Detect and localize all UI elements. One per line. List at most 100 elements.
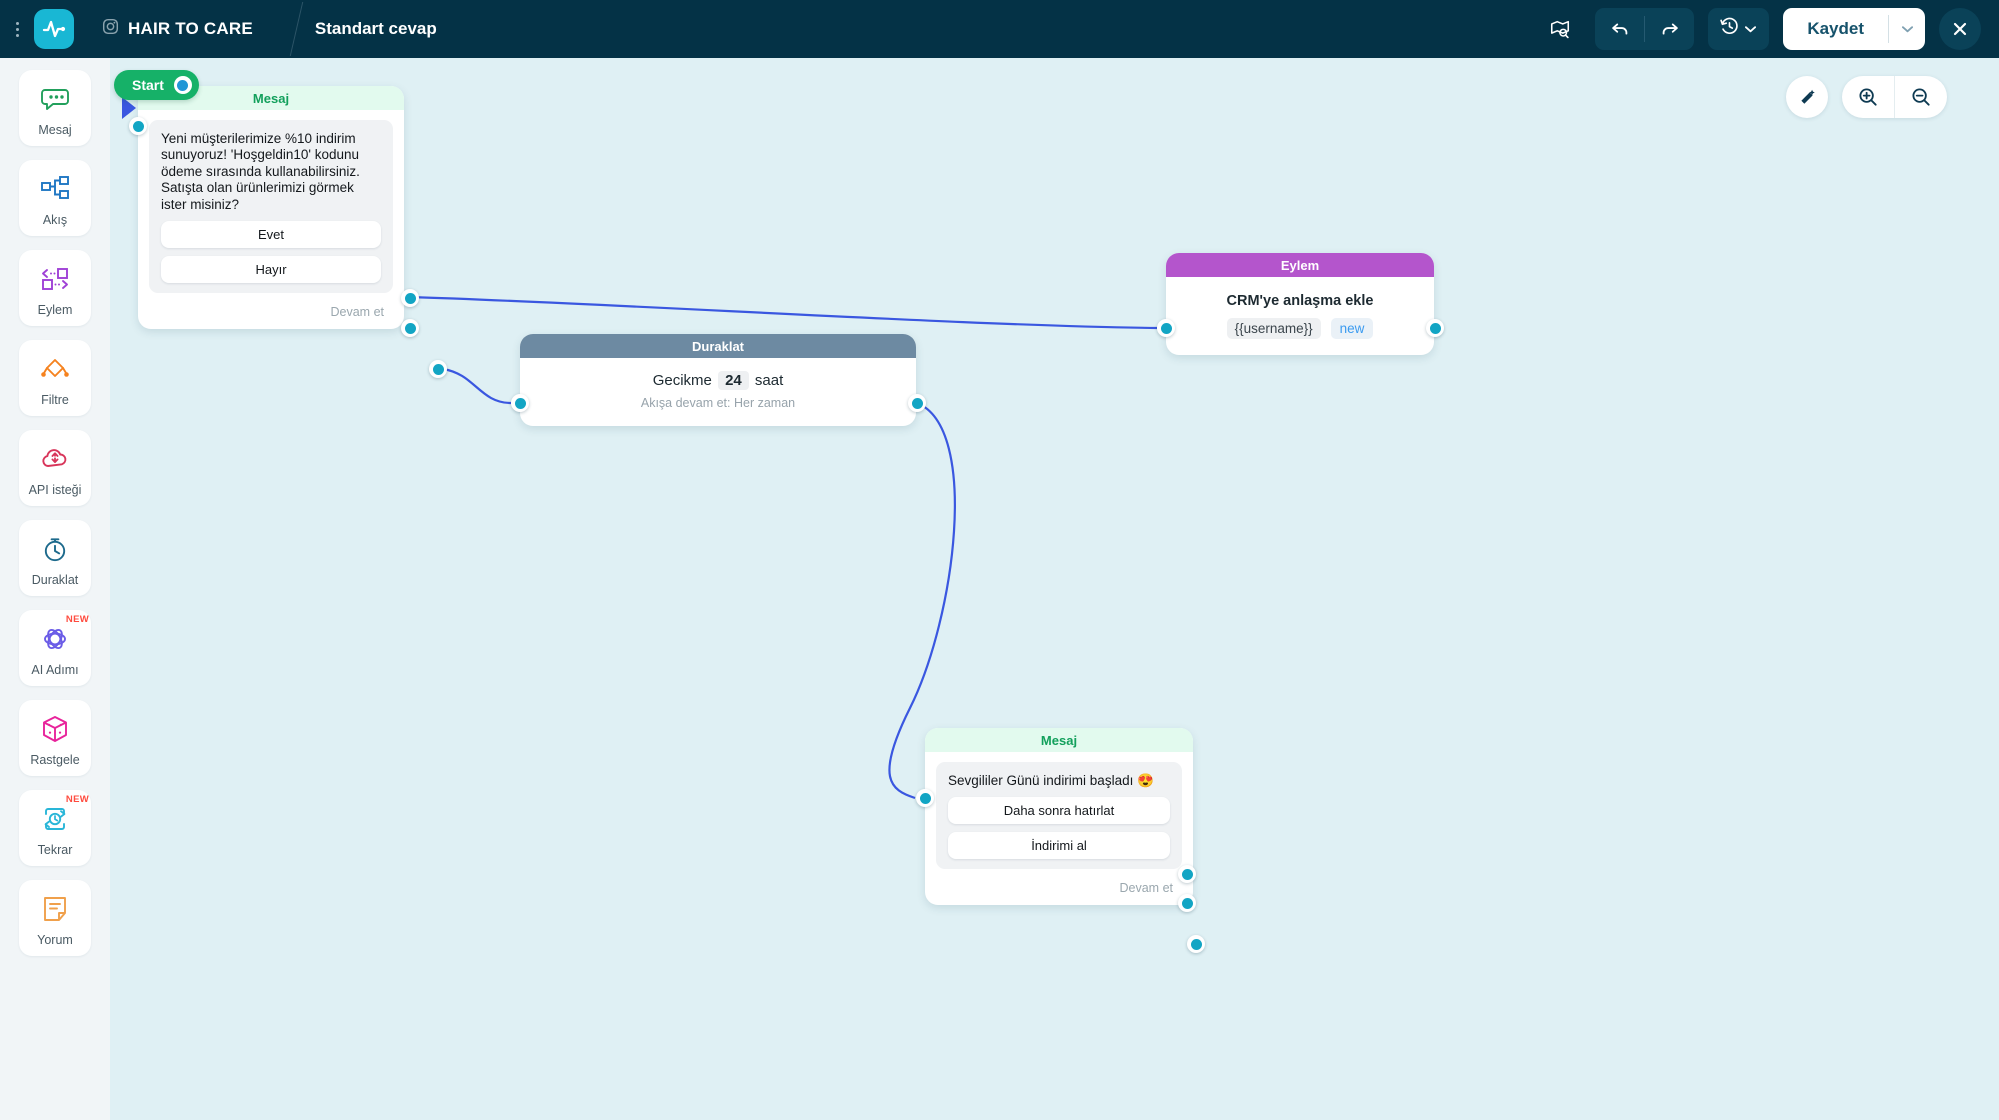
node-header-label: Eylem [1166,253,1434,277]
quick-reply-evet[interactable]: Evet [161,221,381,249]
pulse-logo-icon[interactable] [34,9,74,49]
zoom-controls [1842,76,1947,118]
page-title: Standart cevap [314,19,437,38]
save-button[interactable]: Kaydet [1807,19,1864,38]
sidebar-item-label: API isteği [28,483,82,497]
output-port[interactable] [1426,319,1444,337]
action-title: CRM'ye anlaşma ekle [1226,293,1374,309]
filter-diamond-icon [38,352,72,386]
sidebar-item-label: Duraklat [31,573,79,587]
sidebar-item-label: Rastgele [30,753,80,767]
magic-wand-icon[interactable] [1786,76,1828,118]
sidebar-item-api-istegi[interactable]: API isteği [19,430,91,506]
new-badge: NEW [65,794,89,805]
message-bubble: Yeni müşterilerimize %10 indirim sunuyor… [149,120,393,294]
delay-row: Gecikme 24 saat [534,371,902,390]
divider [1644,16,1646,42]
sidebar-item-label: Filtre [41,393,69,407]
input-port[interactable] [916,789,934,807]
output-port-option-1[interactable] [1178,865,1196,883]
node-card: Eylem CRM'ye anlaşma ekle {{username}} n… [1166,253,1434,355]
sidebar-item-label: Tekrar [37,843,73,857]
output-port-option-2[interactable] [1178,894,1196,912]
input-port[interactable] [1157,319,1175,337]
output-port-continue[interactable] [429,360,447,378]
save-options-chevron-down-icon[interactable] [1889,8,1925,50]
sidebar-item-label: Mesaj [38,123,72,137]
ai-atom-icon [38,622,72,656]
block-palette-sidebar: Mesaj Akış Eylem [0,58,110,1120]
undo-arrow-icon[interactable] [1595,8,1644,50]
history-clock-icon [1719,16,1740,42]
sidebar-item-mesaj[interactable]: Mesaj [19,70,91,146]
input-port[interactable] [511,394,529,412]
header-actions: Kaydet [1539,8,1999,50]
repeat-clock-icon [38,802,72,836]
close-x-icon[interactable] [1939,8,1981,50]
divider [1894,76,1895,118]
kebab-menu-icon[interactable] [6,21,28,37]
sidebar-item-ai-adimi[interactable]: NEW AI Adımı [19,610,91,686]
zoom-in-icon[interactable] [1842,76,1894,118]
dice-icon [38,712,72,746]
node-body: Yeni müşterilerimize %10 indirim sunuyor… [138,110,404,299]
start-port[interactable] [173,76,192,94]
stopwatch-icon [38,532,72,566]
sidebar-item-eylem[interactable]: Eylem [19,250,91,326]
delay-prefix-label: Gecikme [652,372,712,389]
action-variable-tag[interactable]: {{username}} [1226,318,1321,339]
node-card: Mesaj Sevgililer Günü indirimi başladı 😍… [925,728,1193,906]
sidebar-item-tekrar[interactable]: NEW Tekrar [19,790,91,866]
sidebar-item-yorum[interactable]: Yorum [19,880,91,956]
start-badge[interactable]: Start [114,70,199,100]
node-header-label: Duraklat [520,334,916,358]
chat-bubble-icon [38,82,72,116]
node-message-2[interactable]: Mesaj Sevgililer Günü indirimi başladı 😍… [916,728,1205,953]
zoom-out-icon[interactable] [1895,76,1947,118]
start-arrow-icon [122,97,136,119]
sidebar-item-filtre[interactable]: Filtre [19,340,91,416]
output-port-continue[interactable] [1187,935,1205,953]
output-port[interactable] [908,394,926,412]
message-text: Yeni müşterilerimize %10 indirim sunuyor… [161,131,360,212]
undo-redo-group [1595,8,1695,50]
sidebar-item-label: Akış [42,213,68,227]
sidebar-item-label: Eylem [37,303,73,317]
node-body: Gecikme 24 saat Akışa devam et: Her zama… [520,358,916,426]
output-port-hayir[interactable] [401,319,419,337]
continue-rule-label: Akışa devam et: Her zaman [640,396,796,410]
node-message-1[interactable]: Mesaj Yeni müşterilerimize %10 indirim s… [129,86,447,378]
start-label: Start [132,77,164,93]
quick-reply-indirimi-al[interactable]: İndirimi al [948,832,1170,860]
instagram-icon [102,18,119,40]
output-port-evet[interactable] [401,289,419,307]
app-header: HAIR TO CARE Standart cevap [0,0,1999,58]
api-cloud-icon [38,442,72,476]
node-header-label: Mesaj [925,728,1193,752]
input-port[interactable] [129,117,147,135]
action-value-tag[interactable]: new [1330,318,1374,339]
node-pause-1[interactable]: Duraklat Gecikme 24 saat Akışa devam et:… [511,334,926,426]
action-arrows-icon [38,262,72,296]
divider [1888,15,1889,43]
delay-unit-label: saat [754,372,784,389]
version-history-button[interactable] [1708,8,1770,50]
message-bubble: Sevgililer Günü indirimi başladı 😍 Daha … [936,762,1182,870]
canvas-tools [1786,76,1947,118]
node-continue-label: Devam et [330,305,385,320]
node-action-1[interactable]: Eylem CRM'ye anlaşma ekle {{username}} n… [1157,253,1444,355]
sidebar-item-akis[interactable]: Akış [19,160,91,236]
account-breadcrumb[interactable]: HAIR TO CARE [102,18,253,40]
flow-canvas[interactable]: Start Mesaj Yeni müşterilerimize %10 ind… [110,58,1999,1120]
sidebar-item-rastgele[interactable]: Rastgele [19,700,91,776]
quick-reply-daha-sonra-hatirlat[interactable]: Daha sonra hatırlat [948,797,1170,825]
delay-value[interactable]: 24 [718,371,749,390]
node-body: CRM'ye anlaşma ekle {{username}} new [1166,277,1434,355]
quick-reply-hayir[interactable]: Hayır [161,256,381,284]
sidebar-item-duraklat[interactable]: Duraklat [19,520,91,596]
map-search-icon[interactable] [1539,8,1581,50]
chevron-down-icon [1745,20,1757,38]
redo-arrow-icon[interactable] [1645,8,1694,50]
node-continue-label: Devam et [1119,881,1174,896]
save-group: Kaydet [1783,8,1925,50]
